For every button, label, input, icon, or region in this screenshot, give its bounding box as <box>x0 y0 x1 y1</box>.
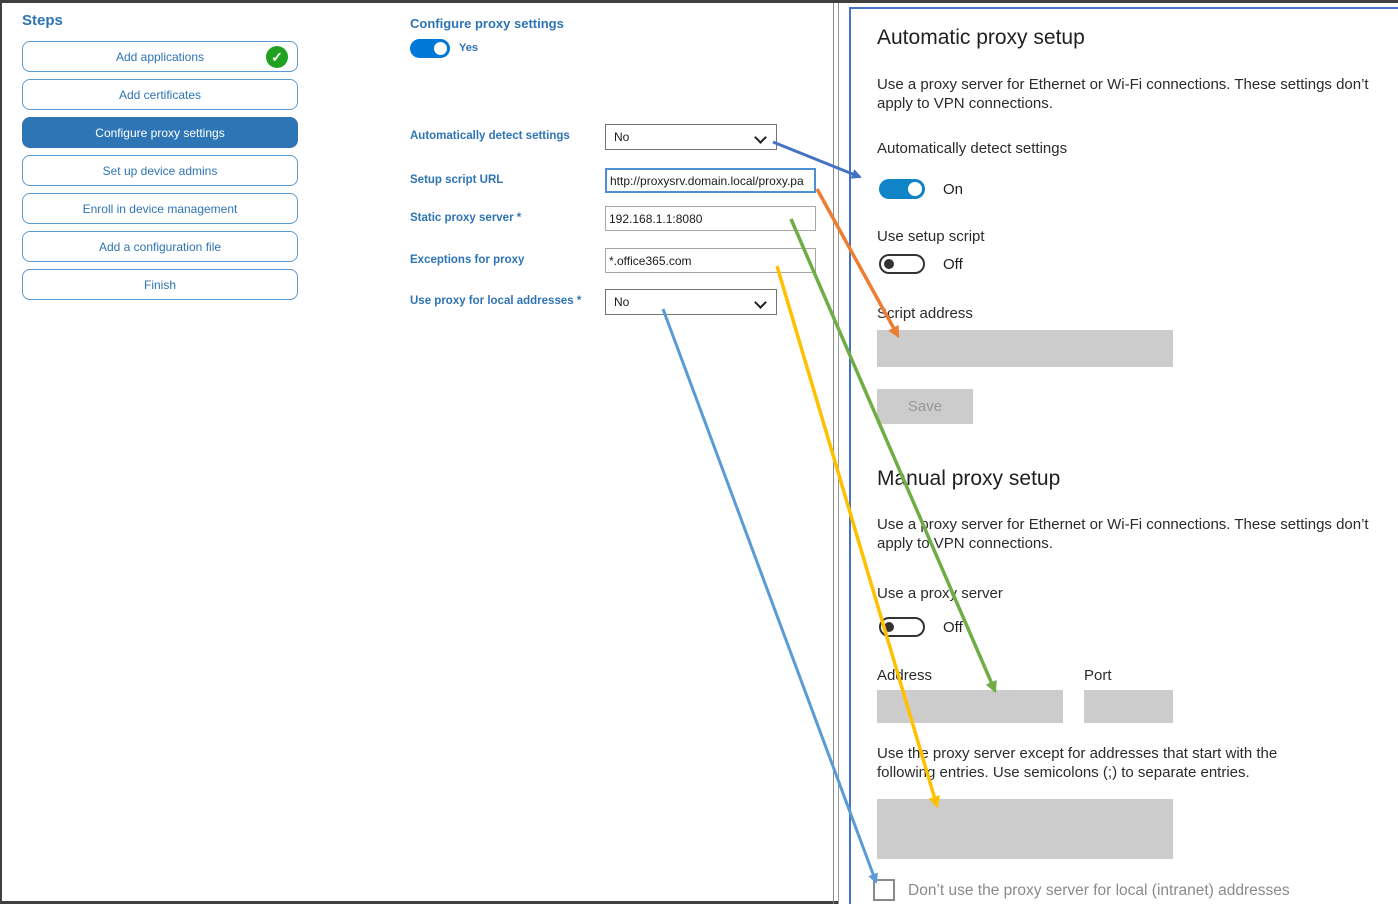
field-label: Exceptions for proxy <box>410 254 525 266</box>
automatically-detect-settings-select[interactable]: No <box>605 124 777 150</box>
script-address-input[interactable] <box>877 330 1173 367</box>
local-intranet-checkbox[interactable] <box>873 879 895 901</box>
step-label: Configure proxy settings <box>95 125 225 140</box>
script-address-label: Script address <box>877 305 973 322</box>
steps-title: Steps <box>22 12 63 29</box>
selected-value: No <box>614 295 630 309</box>
step-enroll-in-device-management[interactable]: Enroll in device management <box>22 193 298 224</box>
proxy-port-input[interactable] <box>1084 690 1173 723</box>
field-label: Use proxy for local addresses * <box>410 295 582 307</box>
use-proxy-for-local-addresses-select[interactable]: No <box>605 289 777 315</box>
automatic-proxy-description: Use a proxy server for Ethernet or Wi-Fi… <box>877 76 1369 112</box>
local-intranet-checkbox-label: Don’t use the proxy server for local (in… <box>908 882 1290 899</box>
configure-proxy-toggle[interactable] <box>410 39 450 58</box>
form-row-setup-script-url: Setup script URL <box>410 168 830 196</box>
detect-settings-state: On <box>943 181 964 198</box>
use-a-proxy-server-state: Off <box>943 619 963 636</box>
form-row-static-proxy-server: Static proxy server * <box>410 206 830 234</box>
field-label: Static proxy server * <box>410 212 522 224</box>
chevron-down-icon <box>754 296 767 309</box>
use-setup-script-state: Off <box>943 256 963 273</box>
step-label: Add applications <box>115 49 205 64</box>
toggle-knob <box>434 42 447 55</box>
field-label: Setup script URL <box>410 174 504 186</box>
form-row-automatically-detect: Automatically detect settings No <box>410 124 830 152</box>
static-proxy-server-input[interactable] <box>605 206 816 231</box>
step-label: Finish <box>143 277 176 292</box>
chevron-down-icon <box>754 131 767 144</box>
windows-settings-proxy-panel: Automatic proxy setup Use a proxy server… <box>849 7 1398 904</box>
proxy-exceptions-hint: Use the proxy server except for addresse… <box>877 745 1278 781</box>
proxy-exceptions-textarea[interactable] <box>877 799 1173 859</box>
figure-border-left <box>0 0 2 904</box>
address-label: Address <box>877 667 933 684</box>
selected-value: No <box>614 130 630 144</box>
save-button[interactable]: Save <box>877 389 973 424</box>
manual-proxy-setup-heading: Manual proxy setup <box>877 467 1061 490</box>
use-a-proxy-server-label: Use a proxy server <box>877 585 1003 602</box>
field-label: Automatically detect settings <box>410 130 570 142</box>
pane-divider <box>833 3 834 904</box>
manual-proxy-description: Use a proxy server for Ethernet or Wi-Fi… <box>877 516 1369 552</box>
step-add-applications[interactable]: Add applications ✓ <box>22 41 298 72</box>
automatic-proxy-setup-heading: Automatic proxy setup <box>877 26 1085 49</box>
step-finish[interactable]: Finish <box>22 269 298 300</box>
toggle-knob <box>884 622 894 632</box>
detect-settings-toggle[interactable] <box>879 179 925 199</box>
setup-script-url-input[interactable] <box>605 168 816 193</box>
proxy-address-input[interactable] <box>877 690 1063 723</box>
toggle-knob <box>884 259 894 269</box>
toggle-knob <box>908 182 922 196</box>
step-label: Add a configuration file <box>98 239 222 254</box>
figure-border-top <box>0 0 1398 3</box>
use-setup-script-toggle[interactable] <box>879 254 925 274</box>
form-row-local-addresses: Use proxy for local addresses * No <box>410 289 830 317</box>
step-add-certificates[interactable]: Add certificates <box>22 79 298 110</box>
configure-proxy-toggle-state: Yes <box>459 42 478 54</box>
use-setup-script-label: Use setup script <box>877 228 985 245</box>
step-label: Set up device admins <box>102 163 218 178</box>
pane-divider-inner <box>838 3 839 904</box>
steps-sidebar: Steps Add applications ✓ Add certificate… <box>22 12 300 307</box>
step-set-up-device-admins[interactable]: Set up device admins <box>22 155 298 186</box>
step-configure-proxy-settings[interactable]: Configure proxy settings <box>22 117 298 148</box>
step-label: Enroll in device management <box>82 201 238 216</box>
completed-check-icon: ✓ <box>266 46 288 68</box>
form-row-exceptions: Exceptions for proxy <box>410 248 830 276</box>
step-label: Add certificates <box>118 87 202 102</box>
step-add-a-configuration-file[interactable]: Add a configuration file <box>22 231 298 262</box>
use-a-proxy-server-toggle[interactable] <box>879 617 925 637</box>
figure-border-bottom <box>0 901 838 904</box>
arrow-local-addresses <box>661 308 878 884</box>
port-label: Port <box>1084 667 1112 684</box>
detect-settings-label: Automatically detect settings <box>877 140 1068 157</box>
exceptions-for-proxy-input[interactable] <box>605 248 816 273</box>
form-title: Configure proxy settings <box>410 16 564 31</box>
